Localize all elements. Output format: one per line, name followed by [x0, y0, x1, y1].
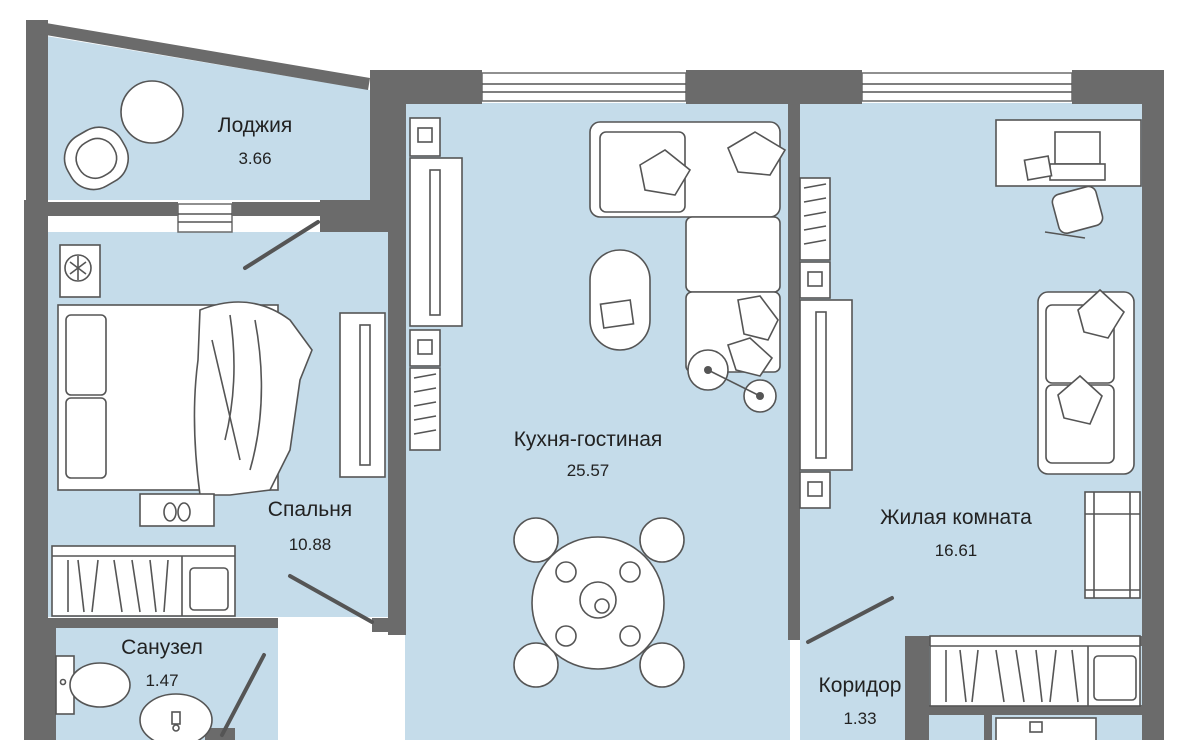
corridor-area: 1.33: [843, 709, 876, 728]
window-bedroom: [177, 203, 233, 233]
living-area: 16.61: [935, 541, 978, 560]
laptop-icon: [1049, 131, 1106, 181]
round-table-icon: [120, 80, 184, 144]
sink-icon: [995, 717, 1097, 740]
bed-icon: [57, 301, 313, 496]
tv-icon: [799, 299, 853, 509]
wardrobe-icon: [929, 635, 1141, 707]
living-furniture: [799, 119, 1142, 599]
shelf-rack-icon: [1084, 491, 1141, 599]
doors: [220, 220, 894, 737]
coffee-table-icon: [589, 249, 651, 351]
desk-icon: [995, 119, 1142, 187]
door-bathroom: [220, 653, 266, 737]
corridor-name: Коридор: [819, 674, 902, 697]
corridor-furniture: [929, 635, 1141, 740]
office-chair-icon: [1044, 185, 1104, 239]
room-labels: Лоджия 3.66 Кухня-гостиная 25.57 Спальня…: [121, 114, 1032, 728]
dining-table-icon: [513, 517, 685, 688]
windows: [177, 72, 1073, 233]
bookshelf-icon: [799, 177, 831, 299]
bathroom-furniture: [55, 655, 213, 740]
door-loggia: [243, 220, 320, 270]
wardrobe-icon: [51, 545, 236, 617]
kitchen-name: Кухня-гостиная: [514, 428, 663, 451]
tv-icon: [339, 312, 386, 478]
fan-icon: [59, 244, 101, 298]
toilet-icon: [55, 655, 131, 715]
loggia-furniture: [63, 80, 184, 191]
door-bedroom: [288, 574, 374, 624]
walls: [24, 20, 1164, 740]
bedroom-area: 10.88: [289, 535, 332, 554]
door-living: [806, 596, 894, 644]
sink-icon: [139, 693, 213, 740]
window-kitchen: [481, 72, 687, 102]
loggia-name: Лоджия: [218, 114, 292, 137]
sofa-icon: [1037, 288, 1135, 475]
bookshelf-icon: [409, 117, 463, 451]
kitchen-furniture: [409, 117, 787, 688]
living-name: Жилая комната: [880, 506, 1032, 529]
sofa-icon: [589, 121, 787, 377]
bedroom-name: Спальня: [268, 498, 352, 521]
slippers-icon: [139, 493, 215, 527]
armchair-icon: [63, 126, 129, 191]
window-living: [861, 72, 1073, 102]
loggia-area: 3.66: [238, 149, 271, 168]
bedroom-furniture: [51, 244, 386, 617]
kitchen-area: 25.57: [567, 461, 610, 480]
floor-lamp-icon: [687, 349, 777, 413]
bathroom-name: Санузел: [121, 636, 203, 659]
bathroom-area: 1.47: [145, 671, 178, 690]
